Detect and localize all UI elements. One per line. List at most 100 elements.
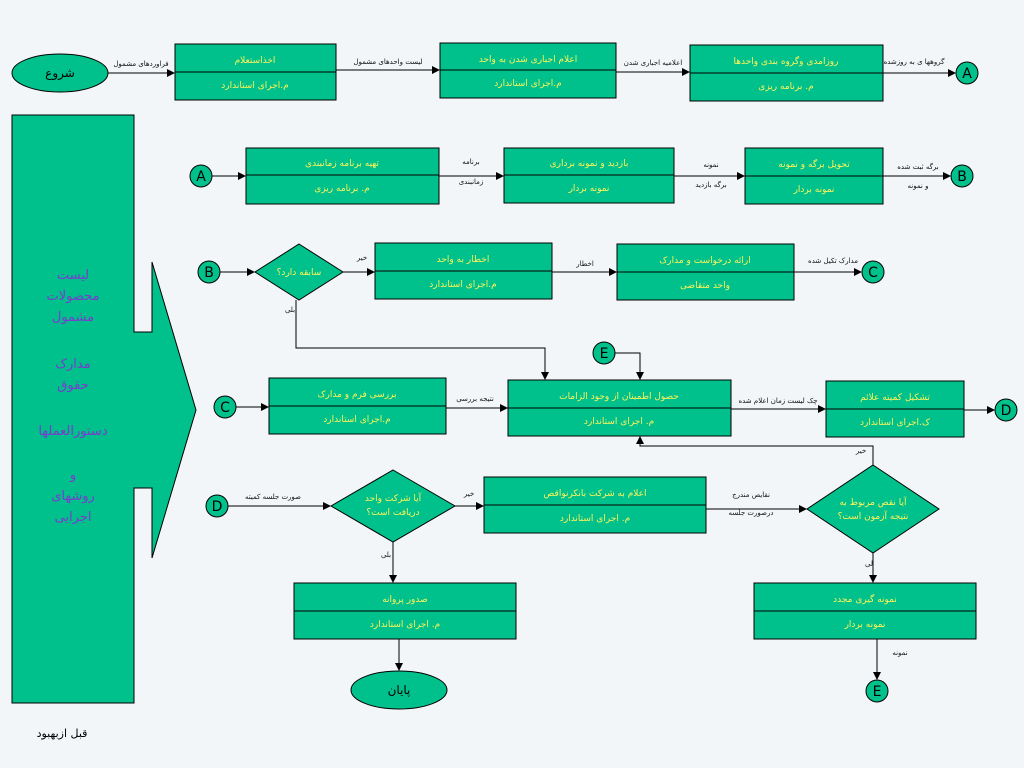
- arrow-label: زمانبندی: [459, 178, 484, 186]
- process-box: تحویل برگه و نمونه نمونه بردار: [744, 147, 884, 205]
- box-title: بازدید و نمونه برداری: [550, 159, 629, 169]
- box-title: تشکیل کمیته علائم: [860, 393, 930, 403]
- end-terminal: پایان: [350, 670, 448, 710]
- decision-text: نتیجه آزمون است؟: [838, 510, 909, 522]
- svg-text:C: C: [868, 265, 878, 281]
- box-owner: ک.اجرای استاندارد: [860, 417, 931, 428]
- decision-text: سابقه دارد؟: [277, 268, 322, 278]
- arrow-label: اخطار: [575, 260, 594, 268]
- box-owner: واحد متقاضی: [680, 281, 730, 291]
- decision-diamond: سابقه دارد؟: [254, 243, 344, 301]
- process-box: اعلام اجباری شدن به واحد م.اجرای استاندا…: [439, 42, 617, 99]
- svg-text:A: A: [962, 66, 972, 82]
- process-box: اخذاستعلام م.اجرای استاندارد: [174, 43, 337, 101]
- connector-d: D: [994, 398, 1018, 422]
- box-title: نمونه گیری مجدد: [833, 593, 897, 605]
- process-box: اعلام به شرکت بانکرنواقص م. اجرای استاند…: [483, 476, 707, 534]
- start-label: شروع: [45, 66, 75, 81]
- connector-b: B: [950, 164, 974, 188]
- svg-text:D: D: [1001, 403, 1012, 419]
- box-title: اخطار به واحد: [437, 255, 490, 265]
- box-owner: م.اجرای استاندارد: [221, 81, 288, 91]
- decision-text: آیا نقص مربوط به: [839, 496, 907, 508]
- box-owner: م.اجرای استاندارد: [494, 79, 561, 89]
- box-owner: م. اجرای استاندارد: [560, 514, 630, 524]
- box-owner: م.اجرای استاندارد: [323, 415, 390, 425]
- decision-text: آیا شرکت واحد: [365, 492, 422, 504]
- connector-c: C: [213, 395, 237, 419]
- start-terminal: شروع: [11, 53, 109, 93]
- decision-diamond: آیا نقص مربوط به نتیجه آزمون است؟: [806, 464, 940, 554]
- arrow-label: خیر: [855, 447, 866, 455]
- process-box: نمونه گیری مجدد نمونه بردار: [753, 582, 977, 640]
- box-owner: نمونه بردار: [844, 620, 886, 630]
- box-title: صدور پروانه: [382, 595, 428, 605]
- connector-a: A: [955, 61, 979, 85]
- box-owner: م.اجرای استاندارد: [429, 280, 496, 290]
- process-box: تشکیل کمیته علائم ک.اجرای استاندارد: [825, 380, 965, 438]
- box-title: تهیه برنامه زمانبندی: [305, 159, 379, 169]
- connector-c: C: [861, 260, 885, 284]
- arrow-labels: فراوردهای مشمول لیست واحدهای مشمول اعلام…: [113, 57, 945, 657]
- process-box: تهیه برنامه زمانبندی م. برنامه ریزی: [245, 147, 440, 205]
- arrow-label: لیست واحدهای مشمول: [353, 58, 422, 66]
- svg-text:B: B: [957, 169, 967, 185]
- arrow-label: درصورت جلسه: [729, 509, 774, 517]
- end-label: پایان: [388, 683, 411, 697]
- sidebar-line: اجرایی: [55, 510, 92, 525]
- svg-text:C: C: [220, 400, 230, 416]
- sidebar-line: مدارک: [55, 357, 90, 372]
- process-box: اخطار به واحد م.اجرای استاندارد: [374, 242, 553, 300]
- arrow-label: گروهها ی به روزشده: [884, 57, 945, 66]
- decision-diamond: آیا شرکت واحد دریافت است؟: [330, 469, 456, 543]
- arrow-label: برگه بازدید: [695, 180, 726, 189]
- connector-b: B: [197, 260, 221, 284]
- arrow-label: برگه ثبت شده: [897, 162, 939, 171]
- box-owner: نمونه بردار: [793, 185, 835, 195]
- process-box: روزامدی وگروه بندی واحدها م. برنامه ریزی: [689, 44, 884, 102]
- process-box: بازدید و نمونه برداری نمونه بردار: [503, 147, 675, 204]
- decision-text: دریافت است؟: [366, 508, 419, 518]
- connector-d: D: [205, 494, 229, 518]
- connector-a: A: [189, 164, 213, 188]
- sidebar-line: مشمول: [52, 310, 94, 325]
- arrow-label: فراوردهای مشمول: [113, 60, 168, 68]
- box-title: اعلام اجباری شدن به واحد: [479, 55, 578, 65]
- connector-e: E: [865, 679, 889, 703]
- arrow-label: مدارک تکیل شده: [808, 257, 858, 265]
- box-title: تحویل برگه و نمونه: [778, 158, 850, 170]
- box-owner: م. برنامه ریزی: [314, 184, 369, 194]
- process-box: صدور پروانه م. اجرای استاندارد: [293, 582, 517, 640]
- sidebar-line: محصولات: [47, 289, 100, 304]
- box-owner: م. اجرای استاندارد: [584, 417, 654, 427]
- box-owner: نمونه بردار: [568, 184, 610, 194]
- svg-text:A: A: [196, 169, 206, 185]
- svg-text:D: D: [212, 499, 223, 515]
- box-title: اخذاستعلام: [235, 56, 276, 66]
- arrow-label: خیر: [356, 254, 367, 262]
- sidebar-line: دستورالعملها: [38, 424, 107, 439]
- box-owner: م. برنامه ریزی: [758, 82, 813, 92]
- sidebar-inputs: لیست محصولات مشمول مدارک حقوق دستورالعمل…: [11, 114, 197, 704]
- arrow-label: و نمونه: [908, 182, 929, 190]
- process-box: ارائه درخواست و مدارک واحد متقاضی: [616, 243, 795, 301]
- arrow-label: بلی: [285, 306, 295, 314]
- box-title: اعلام به شرکت بانکرنواقص: [543, 489, 646, 499]
- sidebar-line: لیست: [57, 268, 89, 283]
- process-box: بررسی فرم و مدارک م.اجرای استاندارد: [268, 377, 447, 435]
- footer-caption: قبل ازبهبود: [37, 727, 88, 740]
- sidebar-line: و: [69, 468, 76, 483]
- svg-text:B: B: [204, 265, 214, 281]
- svg-text:E: E: [873, 684, 882, 700]
- process-box: حصول اطمینان از وجود الزامات م. اجرای اس…: [507, 379, 732, 437]
- arrow-label: برنامه: [462, 158, 479, 166]
- arrow-label: اعلامیه اجباری شدن: [624, 59, 682, 67]
- arrow-label: خیر: [463, 490, 474, 498]
- arrow-label: لی: [865, 560, 873, 568]
- connector-e: E: [592, 341, 616, 365]
- arrow-label: صورت جلسه کمیته: [245, 493, 301, 501]
- arrow-label: نقایص مندرج: [732, 491, 770, 499]
- svg-text:E: E: [600, 346, 609, 362]
- flow-arrows: [108, 66, 995, 680]
